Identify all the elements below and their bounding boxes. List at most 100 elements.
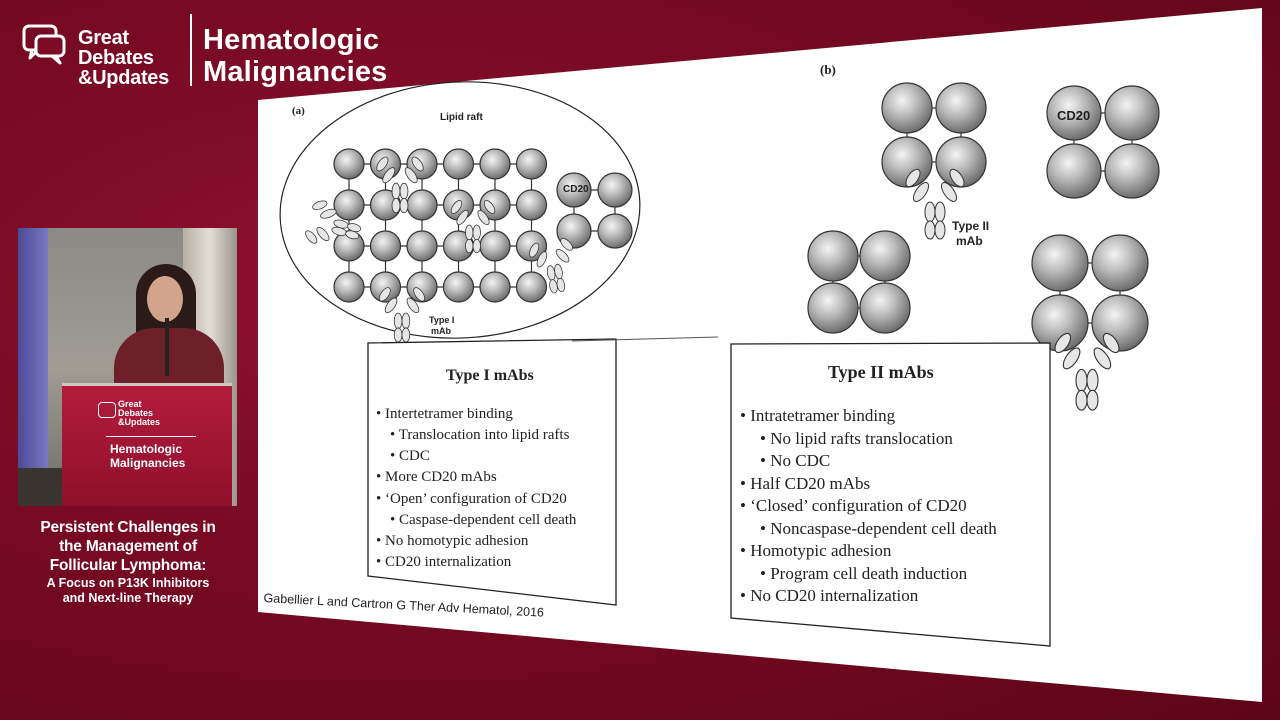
lipid-raft-label: Lipid raft [440, 112, 483, 123]
cd20-sphere [479, 148, 511, 180]
cd20-sphere [442, 148, 475, 180]
list-item: • ‘Open’ configuration of CD20 [376, 490, 567, 507]
cd20-sphere [556, 172, 592, 208]
antibody-fab [940, 182, 958, 202]
hematologic-malignancies-title: Hematologic Malignancies [203, 24, 388, 88]
cd20-sphere [1046, 143, 1102, 199]
speaker-video: Great Debates &Updates Hematologic Malig… [18, 228, 237, 506]
session-subtitle-line: A Focus on P13K Inhibitors [46, 576, 210, 590]
list-item: • No lipid rafts translocation [760, 428, 953, 448]
antibody-fab [316, 226, 330, 242]
cd20-label-a: CD20 [563, 184, 589, 195]
list-item: • CDC [390, 448, 430, 465]
session-title-line: Follicular Lymphoma: [49, 557, 207, 574]
podium: Great Debates &Updates Hematologic Malig… [62, 383, 232, 506]
antibody-fab [905, 168, 921, 188]
antibody-fc [399, 198, 409, 214]
antibody-fc [347, 223, 362, 232]
type-1-mab-line: Type I [429, 315, 455, 325]
type-2-mab-label: Type II mAb [952, 219, 989, 249]
cd20-sphere [859, 282, 911, 334]
antibody-fab [450, 200, 463, 214]
cd20-sphere [479, 189, 511, 221]
podium-title: Hematologic Malignancies [110, 442, 185, 470]
brand-logo: Great Debates &Updates Hematologic Malig… [22, 14, 442, 94]
type-2-box [730, 342, 1051, 647]
cd20-sphere [333, 148, 365, 180]
cd20-sphere [597, 213, 633, 249]
cd20-label-b: CD20 [1057, 108, 1091, 123]
antibody-shapes [305, 156, 1120, 411]
cd20-sphere [406, 230, 438, 262]
antibody-fab [555, 248, 570, 263]
video-floor [18, 468, 62, 506]
antibody-fab [1102, 332, 1120, 354]
type-1-box [367, 338, 617, 606]
antibody-fab [378, 287, 391, 302]
list-item: • Intratetramer binding [740, 406, 896, 425]
antibody-fab [413, 287, 426, 302]
session-caption: Persistent Challenges in the Management … [12, 518, 244, 606]
list-item: • Program cell death induction [760, 563, 968, 583]
list-item: • Intertetramer binding [376, 406, 513, 422]
great-debates-wordmark: Great Debates &Updates [78, 28, 169, 88]
antibody-fab [477, 210, 490, 225]
antibody-fab [411, 156, 424, 172]
antibody-icon [450, 200, 496, 254]
podium-divider [106, 436, 196, 437]
wordmark-line: Debates [78, 47, 154, 69]
microphone-icon [165, 318, 169, 376]
antibody-fab [529, 242, 540, 258]
video-background-left [18, 228, 48, 506]
cd20-sphere [807, 230, 859, 282]
cd20-sphere [1031, 234, 1089, 292]
antibody-fab [406, 297, 420, 314]
antibody-fab [376, 156, 389, 172]
antibody-fab [1093, 347, 1112, 370]
antibody-fab [404, 167, 418, 184]
cd20-sphere [515, 189, 548, 221]
list-item: • No CD20 internalization [740, 586, 919, 606]
antibody-fab [305, 230, 318, 244]
podium-title-line: Malignancies [110, 456, 186, 470]
antibody-fab [949, 168, 965, 188]
antibody-fab [560, 238, 573, 251]
citation: Gabellier L and Cartron G Ther Adv Hemat… [263, 591, 545, 620]
cd20-sphere [1091, 234, 1149, 292]
wordmark-line: Great [78, 27, 129, 49]
antibody-icon [1054, 332, 1120, 411]
type-1-box-title: Type I mAbs [446, 367, 534, 384]
session-title-line: Persistent Challenges in [40, 519, 216, 536]
cd20-sphere [597, 172, 633, 208]
list-item: • CD20 internalization [376, 554, 512, 571]
antibody-fc [472, 238, 481, 254]
antibody-fab [456, 210, 469, 225]
podium-wordmark-line: Debates [118, 408, 154, 418]
cd20-sphere [369, 230, 402, 262]
speaker-face [147, 276, 183, 322]
antibody-fab [320, 208, 337, 219]
cd20-sphere [935, 82, 987, 134]
type-2-mab-line: Type II [952, 219, 990, 233]
antibody-icon [376, 156, 424, 214]
antibody-fab [483, 200, 496, 214]
antibody-fc [934, 220, 946, 240]
panel-b-label: (b) [820, 62, 836, 77]
cd20-sphere [369, 271, 402, 303]
type-2-mab-line: mAb [956, 234, 983, 248]
title-line: Malignancies [203, 56, 388, 88]
cd20-sphere [515, 230, 548, 262]
session-subtitle: A Focus on P13K Inhibitors and Next-line… [12, 576, 244, 606]
type-1-mab-line: mAb [431, 326, 451, 336]
cd20-sphere [333, 189, 365, 221]
list-item: • ‘Closed’ configuration of CD20 [740, 496, 967, 516]
cd20-sphere [1046, 85, 1102, 141]
antibody-fab [384, 297, 398, 314]
cd20-sphere [515, 271, 548, 303]
session-title-line: the Management of [59, 538, 197, 555]
antibody-fc [1086, 389, 1099, 411]
cd20-sphere [515, 148, 548, 180]
session-title: Persistent Challenges in the Management … [12, 518, 244, 575]
